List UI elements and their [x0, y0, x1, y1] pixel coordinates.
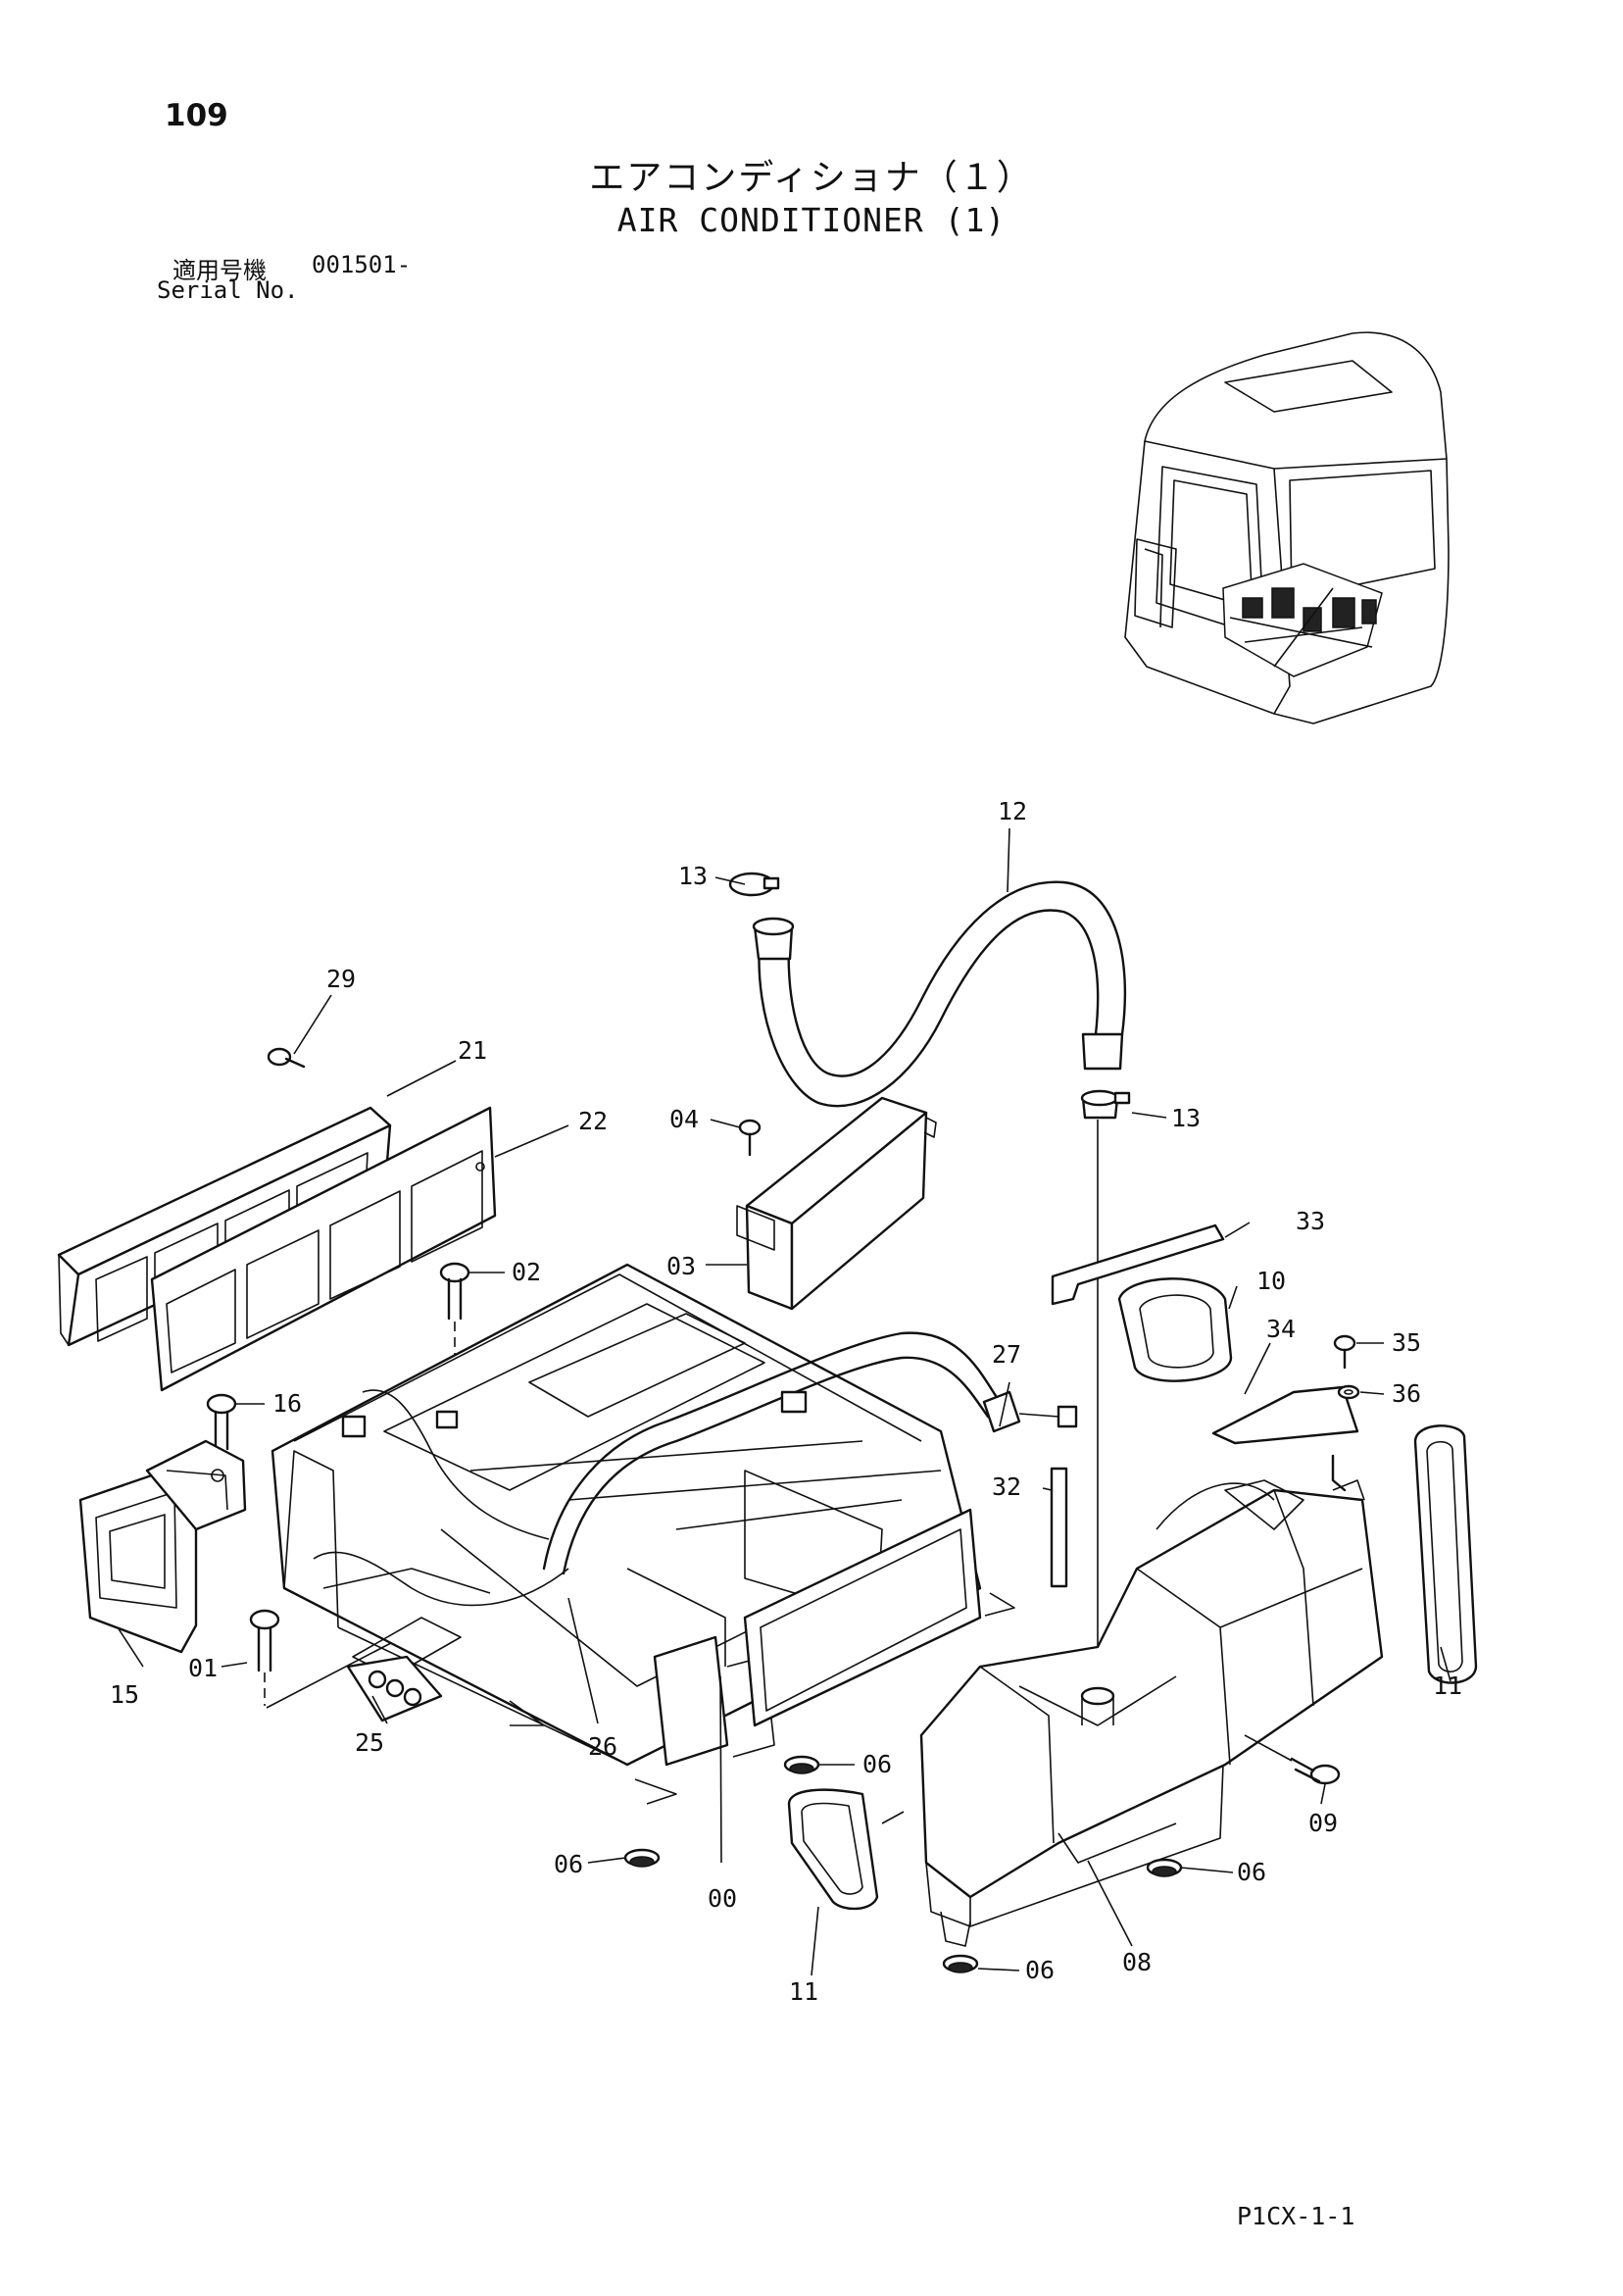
serial-label-japanese: 適用号機 — [172, 257, 267, 284]
callout-33: 33 — [1296, 1207, 1325, 1235]
part-06-grommet-b — [623, 1848, 661, 1868]
callout-25: 25 — [355, 1728, 384, 1757]
callout-29: 29 — [326, 965, 356, 993]
part-11-seal-right — [1413, 1424, 1478, 1684]
part-22-filter-frame — [150, 1106, 497, 1392]
part-01-bolt — [249, 1609, 413, 1709]
page-number: 109 — [165, 98, 228, 133]
callout-06-b: 06 — [554, 1850, 583, 1878]
part-06-grommet-c — [1146, 1858, 1183, 1877]
part-16-bolt — [206, 1393, 237, 1451]
callout-09: 09 — [1308, 1809, 1338, 1837]
part-03-control-unit — [736, 1096, 937, 1311]
callout-leaders — [117, 827, 1451, 1976]
part-12-hose — [752, 880, 1127, 1108]
part-33-bracket — [1051, 1223, 1225, 1306]
callout-11-left: 11 — [789, 1977, 818, 2006]
callout-21: 21 — [458, 1036, 487, 1065]
part-15-blower-outlet — [78, 1439, 247, 1654]
callout-08: 08 — [1122, 1948, 1152, 1976]
part-11-seal-left — [787, 1788, 879, 1911]
part-08-case — [919, 1454, 1384, 1947]
part-09-bolt — [1244, 1734, 1341, 1785]
callout-27: 27 — [992, 1340, 1021, 1369]
title-japanese: エアコンディショナ（１） — [589, 158, 1034, 198]
callout-04: 04 — [669, 1105, 699, 1133]
callout-26: 26 — [588, 1732, 617, 1761]
serial-number: 001501- — [312, 251, 412, 278]
callout-35: 35 — [1392, 1328, 1421, 1357]
part-34-cover — [1211, 1385, 1359, 1445]
callout-32: 32 — [992, 1472, 1021, 1501]
callout-06-a: 06 — [862, 1750, 892, 1778]
part-04-screw — [738, 1119, 762, 1157]
part-32-seal-strip — [1050, 1467, 1068, 1588]
part-10-seal — [1117, 1277, 1233, 1382]
callout-02: 02 — [512, 1258, 541, 1286]
title-english: AIR CONDITIONER (1) — [616, 201, 1007, 239]
inset-ac-unit — [1222, 563, 1383, 677]
cab-inset-illustration — [1124, 331, 1450, 724]
callout-13-upper: 13 — [678, 862, 708, 890]
part-13-hose-clamp-upper — [728, 872, 780, 897]
callout-13-lower: 13 — [1171, 1104, 1201, 1132]
part-06-grommet-d — [942, 1954, 979, 1973]
callout-15: 15 — [110, 1680, 139, 1709]
serial-label-english: Serial No. — [157, 276, 299, 304]
callout-labels: 12 13 13 29 21 22 04 03 02 16 33 10 34 3… — [110, 797, 1462, 2006]
callout-03: 03 — [666, 1252, 696, 1280]
callout-06-d: 06 — [1025, 1956, 1055, 1984]
part-25-grommet-plate — [346, 1655, 443, 1722]
part-29-screw — [267, 1047, 306, 1069]
part-35-screw — [1333, 1334, 1356, 1370]
callout-00: 00 — [708, 1884, 737, 1913]
callout-10: 10 — [1256, 1267, 1286, 1295]
callout-36: 36 — [1392, 1379, 1421, 1408]
callout-12: 12 — [998, 797, 1027, 825]
part-13-hose-clamp-lower — [1080, 1089, 1131, 1120]
page-code: P1CX-1-1 — [1237, 2202, 1355, 2230]
part-00-leader-line — [719, 1675, 722, 1864]
callout-16: 16 — [272, 1389, 302, 1418]
part-06-grommet-a — [783, 1755, 820, 1774]
callout-22: 22 — [578, 1107, 608, 1135]
part-36-washer — [1337, 1384, 1360, 1400]
callout-06-c: 06 — [1237, 1858, 1266, 1886]
callout-34: 34 — [1266, 1315, 1296, 1343]
air-conditioner-main-unit — [270, 1263, 1078, 1805]
callout-11-right: 11 — [1433, 1672, 1462, 1700]
callout-01: 01 — [188, 1654, 218, 1682]
